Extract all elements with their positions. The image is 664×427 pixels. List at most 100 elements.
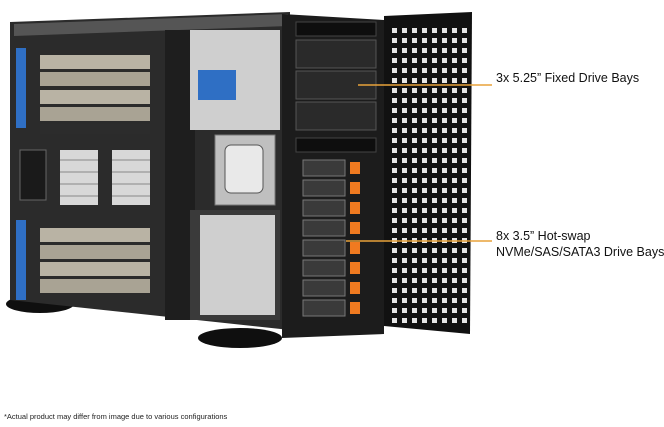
door-vent-hole [422, 188, 427, 193]
door-vent-hole [462, 208, 467, 213]
door-vent-hole [392, 288, 397, 293]
door-vent-hole [462, 198, 467, 203]
door-vent-hole [452, 168, 457, 173]
drive-tray[interactable] [302, 239, 346, 257]
door-vent-hole [432, 118, 437, 123]
gpu-bank-lower [40, 228, 150, 293]
drive-tray[interactable] [302, 259, 346, 277]
door-vent-hole [452, 308, 457, 313]
door-vent-hole [402, 88, 407, 93]
drive-tray[interactable] [302, 279, 346, 297]
door-vent-hole [422, 298, 427, 303]
door-vent-hole [442, 48, 447, 53]
drive-tray-latch[interactable] [350, 182, 360, 194]
door-vent-hole [402, 268, 407, 273]
door-vent-hole [462, 318, 467, 323]
door-vent-hole [442, 158, 447, 163]
door-vent-hole [402, 168, 407, 173]
door-vent-hole [412, 298, 417, 303]
door-vent-hole [462, 288, 467, 293]
door-vent-hole [392, 158, 397, 163]
drive-tray-latch[interactable] [350, 282, 360, 294]
door-vent-hole [422, 198, 427, 203]
door-vent-hole [432, 88, 437, 93]
door-vent-hole [432, 318, 437, 323]
door-vent-hole [442, 118, 447, 123]
drive-tray[interactable] [302, 159, 346, 177]
door-vent-hole [442, 98, 447, 103]
door-vent-hole [452, 268, 457, 273]
door-vent-hole [462, 128, 467, 133]
door-vent-hole [412, 198, 417, 203]
door-vent-hole [452, 58, 457, 63]
door-vent-hole [452, 208, 457, 213]
door-vent-hole [392, 308, 397, 313]
door-vent-hole [452, 148, 457, 153]
drive-tray-latch[interactable] [350, 242, 360, 254]
door-vent-hole [412, 218, 417, 223]
drive-tray-latch[interactable] [350, 162, 360, 174]
door-vent-hole [422, 38, 427, 43]
door-vent-hole [422, 168, 427, 173]
door-vent-hole [452, 78, 457, 83]
door-vent-hole [462, 98, 467, 103]
door-vent-hole [392, 268, 397, 273]
door-vent-hole [462, 48, 467, 53]
drive-tray-latch[interactable] [350, 222, 360, 234]
door-vent-hole [392, 98, 397, 103]
door-vent-hole [412, 98, 417, 103]
door-vent-hole [432, 248, 437, 253]
door-vent-hole [402, 178, 407, 183]
door-vent-hole [442, 88, 447, 93]
drive-tray[interactable] [302, 219, 346, 237]
door-vent-hole [442, 138, 447, 143]
door-vent-hole [412, 278, 417, 283]
door-vent-hole [392, 198, 397, 203]
door-vent-hole [402, 298, 407, 303]
door-vent-hole [462, 108, 467, 113]
door-vent-hole [412, 308, 417, 313]
door-vent-hole [452, 278, 457, 283]
door-vent-hole [412, 128, 417, 133]
door-vent-hole [432, 208, 437, 213]
door-vent-hole [402, 128, 407, 133]
drive-tray[interactable] [302, 199, 346, 217]
door-vent-hole [462, 38, 467, 43]
door-vent-hole [432, 228, 437, 233]
door-vent-hole [442, 228, 447, 233]
callout-hotswap-drive-bays: 8x 3.5” Hot-swap NVMe/SAS/SATA3 Drive Ba… [496, 228, 664, 260]
door-vent-hole [412, 208, 417, 213]
door-vent-hole [412, 248, 417, 253]
door-vent-hole [402, 98, 407, 103]
door-vent-hole [392, 78, 397, 83]
door-vent-hole [462, 308, 467, 313]
door-vent-hole [452, 218, 457, 223]
door-vent-hole [402, 188, 407, 193]
door-vent-hole [432, 68, 437, 73]
door-vent-hole [392, 48, 397, 53]
door-vent-hole [432, 288, 437, 293]
door-vent-hole [422, 148, 427, 153]
door-vent-hole [452, 288, 457, 293]
door-vent-hole [412, 108, 417, 113]
drive-tray-latch[interactable] [350, 262, 360, 274]
door-vent-hole [392, 58, 397, 63]
door-vent-hole [422, 128, 427, 133]
drive-tray-latch[interactable] [350, 302, 360, 314]
callout-hotswap-drive-bays-line-1: 8x 3.5” Hot-swap [496, 229, 591, 243]
door-vent-hole [422, 118, 427, 123]
drive-tray[interactable] [302, 179, 346, 197]
door-vent-hole [392, 208, 397, 213]
door-vent-hole [402, 58, 407, 63]
door-vent-hole [412, 148, 417, 153]
drive-tray[interactable] [302, 299, 346, 317]
door-vent-hole [392, 218, 397, 223]
door-vent-hole [462, 68, 467, 73]
door-vent-hole [412, 168, 417, 173]
door-vent-hole [432, 308, 437, 313]
door-vent-hole [432, 58, 437, 63]
drive-tray-latch[interactable] [350, 202, 360, 214]
door-vent-hole [422, 208, 427, 213]
door-vent-hole [412, 58, 417, 63]
door-vent-hole [462, 118, 467, 123]
